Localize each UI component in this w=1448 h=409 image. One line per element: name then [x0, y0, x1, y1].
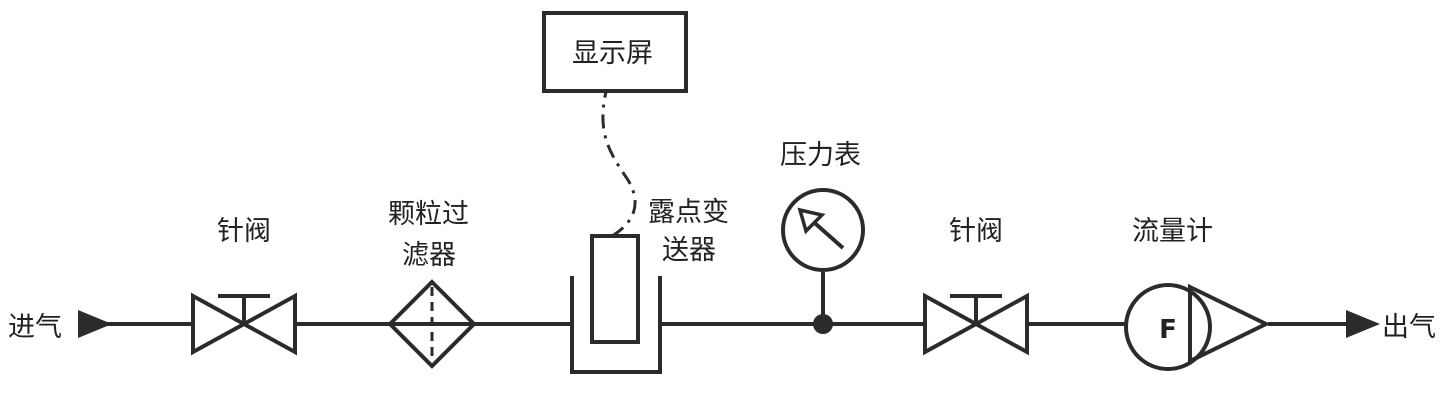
signal-link-dashdot: [601, 91, 637, 238]
inlet-label: 进气: [8, 312, 62, 343]
needle-valve-left-label: 针阀: [217, 216, 271, 247]
particle-filter-icon: [387, 279, 477, 369]
needle-valve-right-label: 针阀: [949, 216, 1003, 247]
flowmeter-symbol: F: [1159, 315, 1177, 345]
dewpoint-transmitter-icon: [570, 234, 662, 374]
display-screen-box: [542, 11, 688, 93]
needle-valve-left-icon: [191, 292, 297, 356]
display-screen-label: 显示屏: [572, 38, 653, 69]
inlet-arrow-icon: [78, 310, 112, 338]
pressure-gauge-icon: [781, 188, 865, 334]
outlet-label: 出气: [1382, 312, 1436, 343]
outlet-arrow-icon: [1346, 310, 1380, 338]
pressure-gauge-label: 压力表: [780, 140, 861, 171]
flowmeter-icon: [1124, 283, 1271, 371]
particle-filter-label-line2: 滤器: [402, 240, 456, 271]
dewpoint-transmitter-label-line2: 送器: [662, 235, 716, 266]
particle-filter-label-line1: 颗粒过: [388, 199, 469, 230]
needle-valve-right-icon: [923, 292, 1029, 356]
flowmeter-label: 流量计: [1132, 216, 1213, 247]
dewpoint-transmitter-label-line1: 露点变: [648, 197, 729, 228]
